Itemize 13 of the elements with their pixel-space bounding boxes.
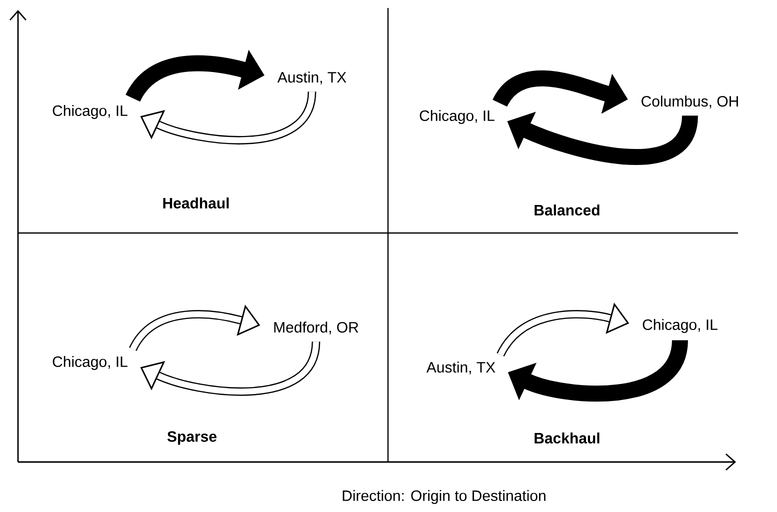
axis-label: Direction: Origin to Destination xyxy=(342,490,546,504)
city-label: Chicago, IL xyxy=(420,110,494,124)
city-label: Chicago, IL xyxy=(642,319,718,333)
quadrant-title: Backhaul xyxy=(534,432,600,444)
city-label: Medford, OR xyxy=(274,322,358,334)
city-label: Chicago, IL xyxy=(52,105,128,119)
city-label: Austin, TX xyxy=(277,72,346,84)
city-label: Chicago, IL xyxy=(52,356,128,370)
city-label: Columbus, OH xyxy=(642,96,738,108)
quadrant-title: Balanced xyxy=(534,204,600,216)
quadrant-title: Headhaul xyxy=(163,198,229,208)
city-label: Austin, TX xyxy=(426,362,496,374)
quadrant-title: Sparse xyxy=(167,431,216,445)
